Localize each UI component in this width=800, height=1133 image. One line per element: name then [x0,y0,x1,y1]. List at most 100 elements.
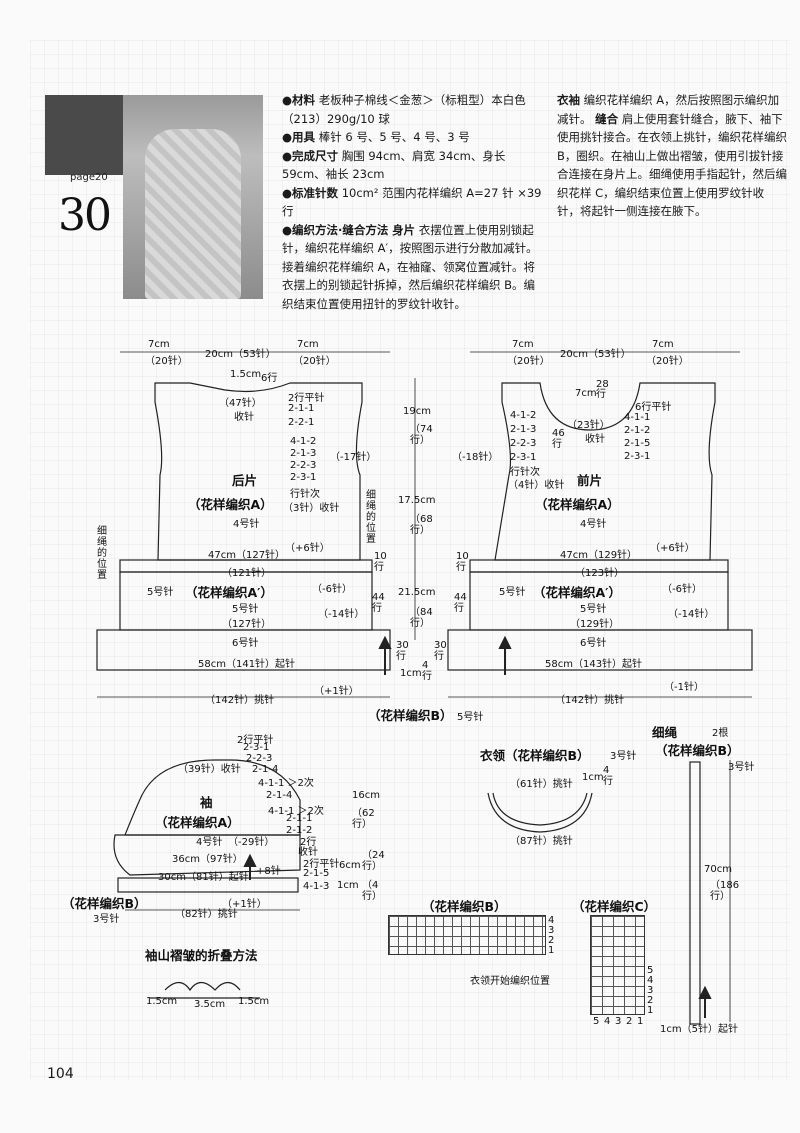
front-shoulder-right-st: （20针） [646,356,689,367]
front-dec-left-bind: （4针）收针 [508,480,565,491]
back-w47: 47cm（127针） [208,550,286,561]
back-dec2-c: 2-2-3 [290,460,317,471]
back-dec2-b: 2-1-3 [290,448,317,459]
collar-title: 衣领（花样编织B） [480,748,590,763]
sleeve-cap-0: 2行平针 [237,735,274,746]
front-dim-30rows: 30行 [434,640,447,662]
collar-outline [487,792,593,833]
sleeve-16cm: 16cm [352,790,380,801]
front-needle3: 6号针 [580,638,607,649]
front-neck-st: （23针） [567,420,610,431]
hem-needle: 5号针 [457,712,484,723]
fold-title: 袖山褶皱的折叠方法 [145,948,258,963]
front-dec-left-a: 4-1-2 [510,410,537,421]
tools-text: 棒针 6 号、5 号、4 号、3 号 [318,130,470,144]
front-plus6: （+6针） [650,543,695,554]
front-rows6: 6行平针 [635,402,672,413]
dim-21cm: 21.5cm [398,587,436,598]
sleeve-needle: 4号针 [196,837,223,848]
front-dim-10rows: 10行 [456,551,469,573]
sleeve-minus29: （-29针） [228,837,275,848]
sleeve-w36: 36cm（97针） [172,854,243,865]
instructions-col2: 衣袖 编织花样编织 A，然后按照图示编织加减针。 缝合 肩上使用套针缝合，腋下、… [557,91,787,221]
sleeve-plus8: +8针 [256,866,281,877]
collar-4rows: 4行 [603,765,613,787]
back-pattern2: （花样编织A′） [185,585,273,600]
fold-a: 1.5cm [146,996,178,1007]
front-shoulder-left: 7cm [512,339,534,350]
sleeve-top-st: （39针）收针 [178,764,241,775]
chart-c-col-2: 2 [626,1016,633,1027]
cord-title: 细绳 [652,725,678,740]
seam-text: 肩上使用套针缝合，腋下、袖下使用挑针接合。在衣领上挑针，编织花样编织 B，圈织。… [557,111,787,219]
back-shoulder-left-st: （20针） [145,356,188,367]
dim-17cm: 17.5cm [398,495,436,506]
back-plus1: （+1针） [314,686,359,697]
body-text: 衣摆位置上使用别锁起针，编织花样编织 A′，按照图示进行分散加减针。接着编织花样… [282,222,538,311]
cord-strip [689,761,701,1025]
gauge-text: 10cm² 范围内花样编织 A=27 针 ×39 行 [282,185,542,219]
dim-1cm: 1cm [400,668,422,679]
collar-needle: 3号针 [610,751,637,762]
sleeve-cap-8: 2-1-2 [286,825,313,836]
back-m14: （-14针） [318,609,365,620]
front-neck-bind: 收针 [585,434,605,445]
chart-b-row-1: 1 [548,945,555,956]
sleeve-1cm: 1cm [337,880,359,891]
front-dim-44rows: 44行 [454,592,467,614]
sleeve-title: 袖 [200,795,213,810]
front-neck-cm: 7cm [575,388,597,399]
dim-19cm: 19cm [403,406,431,417]
front-neck-rows: 28行 [596,379,609,400]
back-w58: 58cm（141针）起针 [198,659,296,670]
back-piece-outline [154,382,363,561]
sleeve-plus1: （+1针） [222,899,267,910]
sleeve-right-2: 4-1-3 [303,881,330,892]
sleeve-cap-1: 2-3-1 [243,742,270,753]
back-piece-hem [96,629,391,671]
front-dec-right-b: 2-1-2 [624,425,651,436]
chart-c-col-5: 5 [593,1016,600,1027]
sleeve-cap-6: 4-1-1 ＞2次 [268,806,324,817]
back-m6: （-6针） [312,584,352,595]
back-needle3: 6号针 [232,638,259,649]
dim-74-rows: （74行） [410,424,433,446]
chart-c-col-4: 4 [604,1016,611,1027]
cord-needle: 3号针 [728,762,755,773]
front-minus1: （-1针） [664,682,704,693]
size-heading: ●完成尺寸 [282,148,339,163]
cord-186-rows: （186行） [710,880,739,902]
sleeve-62-rows: （62行） [352,808,375,830]
gauge-heading: ●标准针数 [282,185,339,200]
chart-b-row-3: 3 [548,925,555,936]
back-plus6: （+6针） [285,543,330,554]
dim-84-rows: （84行） [410,607,433,629]
back-needle: 4号针 [233,519,260,530]
back-dim-30rows: 30行 [396,640,409,662]
front-dec-right-c: 2-1-5 [624,438,651,449]
back-dec1-c: 2-2-1 [288,417,315,428]
back-dec2-e: 行针次 [290,489,320,500]
sleeve-outline [124,759,301,836]
collar-inner [492,792,588,826]
front-needle2: 5号针 [499,587,526,598]
method-heading: ●编织方法·缝合方法 [282,222,389,237]
chart-c-title: （花样编织C） [572,899,657,914]
back-shoulder-right: 7cm [297,339,319,350]
front-pattern2: （花样编织A′） [533,585,621,600]
back-dec1-b: 2-1-1 [288,403,315,414]
sleeve-w30: 30cm（81针）起针 [158,872,249,883]
chart-c-row-1: 1 [647,1005,654,1016]
sleeve-24-rows: （24行） [362,850,385,872]
fold-diagram [164,981,241,992]
sleeve-pick: （82针）挑针 [175,909,238,920]
back-dim-10rows: 10行 [374,551,387,573]
front-dec-total: （-18针） [452,452,499,463]
front-dec-left-e: 行针次 [510,467,540,478]
body-heading: 身片 [392,222,416,237]
back-title: 后片 [232,473,258,488]
sleeve-cap-7: 2-1-1 [286,813,313,824]
front-title: 前片 [577,473,603,488]
sleeve-cap-10: 收针 [298,847,318,858]
